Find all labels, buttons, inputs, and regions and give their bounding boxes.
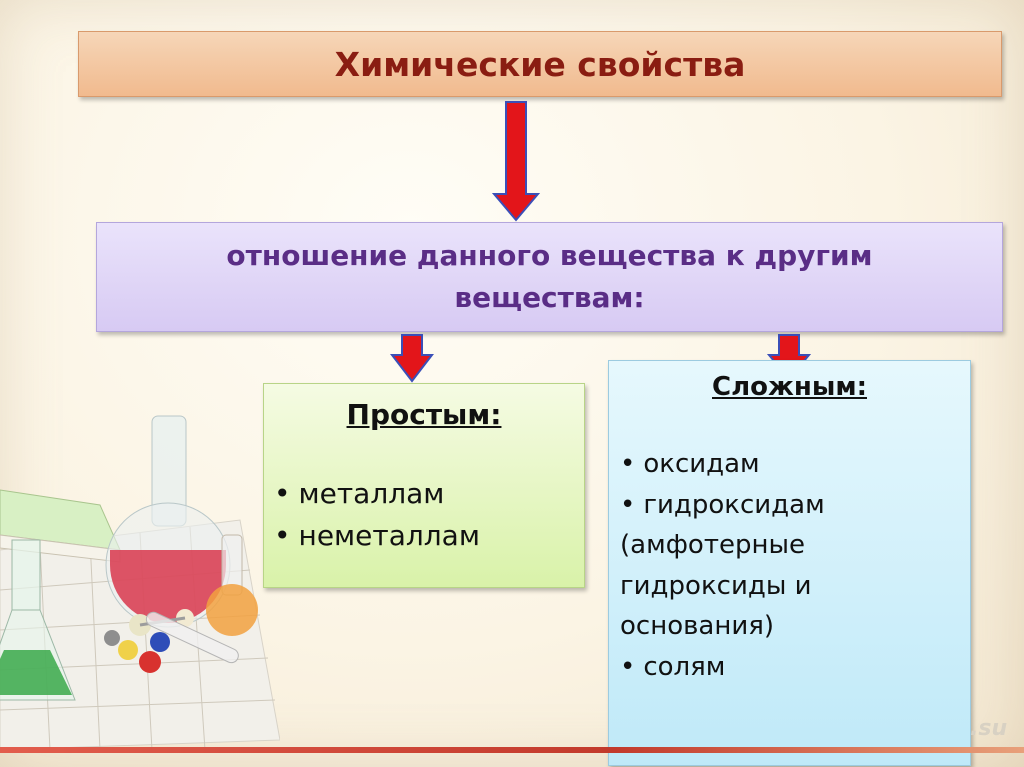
bullet-icon: • (620, 651, 636, 682)
watermark: .su (970, 716, 1008, 741)
bullet-icon: • (274, 519, 291, 552)
complex-substances-box: Сложным: •оксидам •гидроксидам (амфотерн… (608, 360, 971, 766)
bullet-icon: • (620, 489, 636, 520)
relation-text: отношение данного вещества к другим веще… (226, 239, 873, 314)
bullet-icon: • (620, 449, 636, 479)
list-item: •неметаллам (274, 519, 480, 552)
page-title: Химические свойства (334, 44, 746, 84)
complex-list: •оксидам •гидроксидам (амфотерные гидрок… (620, 444, 950, 687)
chemistry-lab-illustration (0, 415, 280, 750)
down-arrow-icon (492, 101, 540, 222)
complex-heading: Сложным: (712, 372, 867, 402)
simple-heading: Простым: (346, 398, 502, 431)
down-arrow-icon (390, 334, 434, 383)
bullet-icon: • (274, 477, 291, 510)
simple-substances-box: Простым: •металлам •неметаллам (263, 383, 585, 588)
list-item: •солям (620, 651, 726, 682)
list-item: •оксидам (620, 449, 760, 479)
title-box: Химические свойства (78, 31, 1002, 97)
footer-bar (0, 747, 1024, 753)
relation-box: отношение данного вещества к другим веще… (96, 222, 1003, 332)
list-item: •металлам (274, 477, 445, 510)
simple-list: •металлам •неметаллам (274, 473, 584, 557)
list-item: •гидроксидам (амфотерные гидроксиды и ос… (620, 489, 825, 642)
